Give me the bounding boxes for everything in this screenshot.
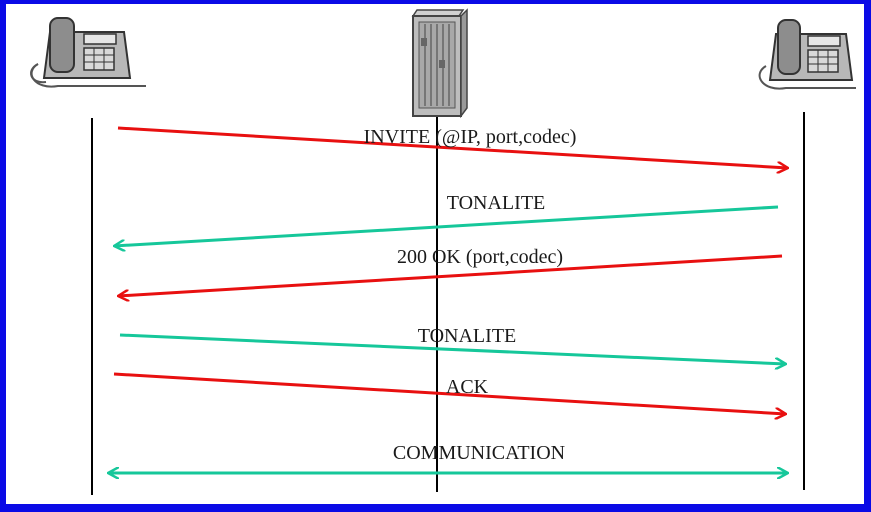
server-icon	[411, 8, 468, 119]
frame-border-left	[0, 0, 6, 512]
message-label: COMMUNICATION	[393, 442, 565, 464]
frame-border-top	[0, 0, 871, 4]
message-arrow	[119, 333, 786, 364]
frame-border-bottom	[0, 504, 871, 512]
frame-border-right	[864, 0, 871, 512]
message-arrow	[117, 126, 788, 168]
message-arrow	[113, 372, 786, 414]
message-label: ACK	[446, 376, 489, 398]
telephone-icon	[30, 17, 146, 88]
message-label: TONALITE	[447, 192, 546, 214]
message-arrow	[118, 254, 783, 296]
message-label: TONALITE	[418, 325, 517, 347]
telephone-icon	[758, 19, 856, 90]
message-label: INVITE (@IP, port,codec)	[364, 126, 577, 148]
message-label: 200 OK (port,codec)	[397, 246, 563, 268]
message-arrow	[114, 205, 779, 246]
